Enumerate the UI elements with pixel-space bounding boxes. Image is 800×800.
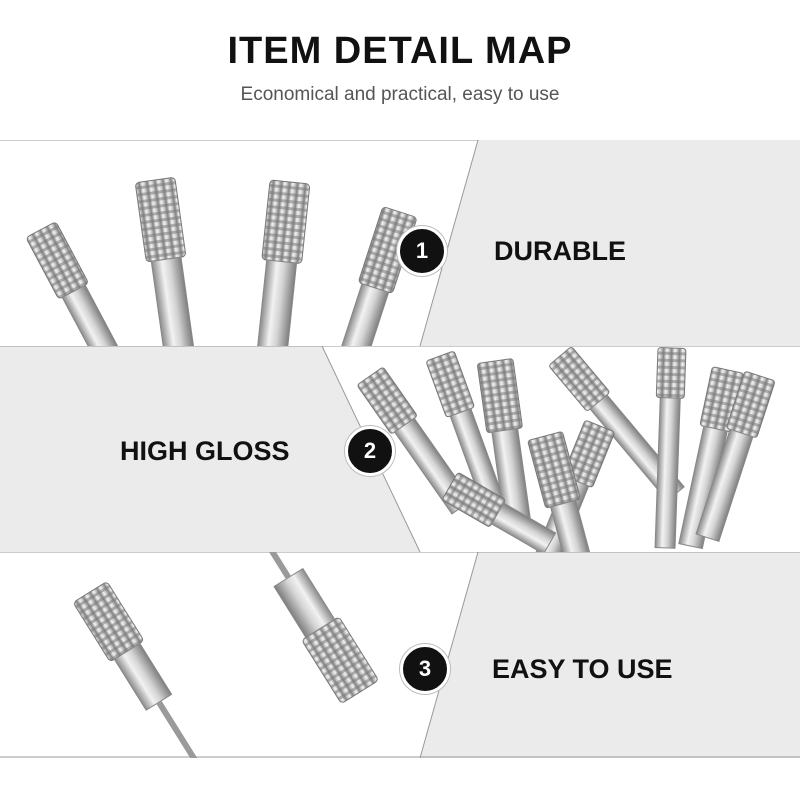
- product-image-durable: [0, 140, 800, 346]
- feature-number-badge-3: 3: [400, 644, 450, 694]
- feature-label-durable: DURABLE: [494, 236, 626, 266]
- feature-number-badge-2: 2: [345, 426, 395, 476]
- feature-band-durable: 1 DURABLE: [0, 140, 800, 346]
- feature-band-high-gloss: 2 HIGH GLOSS: [0, 346, 800, 552]
- feature-number-badge-1: 1: [397, 226, 447, 276]
- feature-label-high-gloss: HIGH GLOSS: [120, 436, 290, 466]
- feature-band-easy-to-use: 3 EASY TO USE: [0, 552, 800, 758]
- product-image-high-gloss: [0, 346, 800, 552]
- feature-label-easy-to-use: EASY TO USE: [492, 654, 673, 684]
- page-subtitle: Economical and practical, easy to use: [240, 84, 560, 105]
- product-image-easy-to-use: [0, 552, 800, 758]
- header: ITEM DETAIL MAP Economical and practical…: [0, 0, 800, 140]
- page-title: ITEM DETAIL MAP: [227, 30, 573, 72]
